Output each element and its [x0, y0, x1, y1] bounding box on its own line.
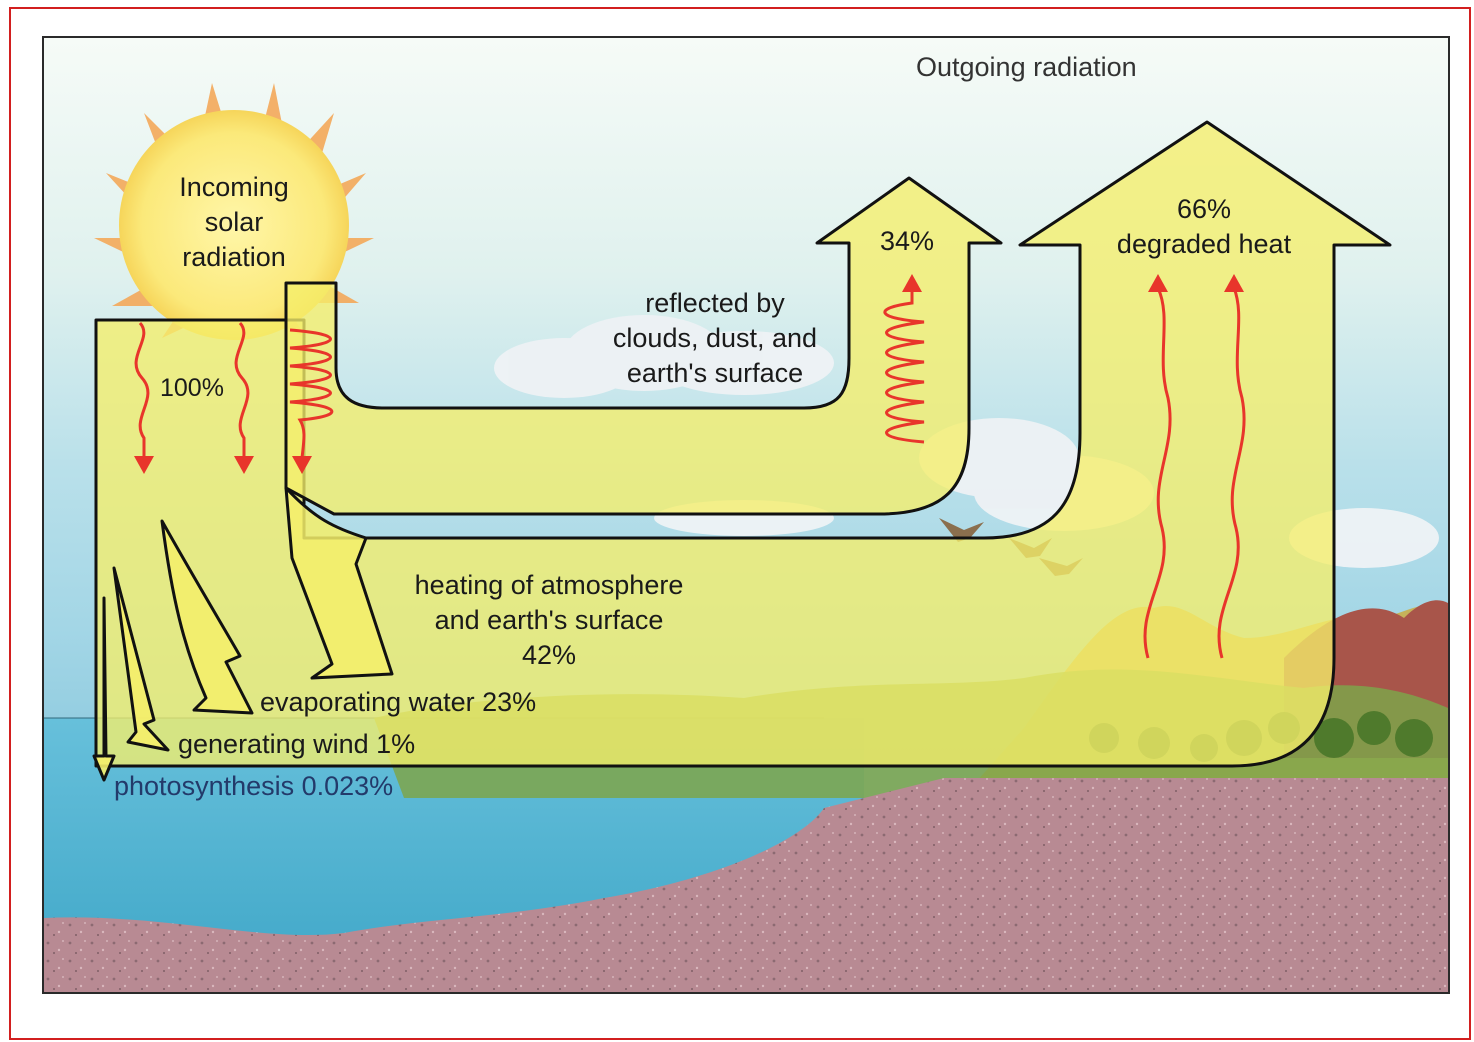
energy-arrows — [94, 120, 1392, 768]
branch-arrows — [92, 486, 394, 782]
sun-label-line-1: Incoming — [179, 172, 289, 202]
ground — [44, 778, 1448, 992]
evaporating-arrow — [160, 519, 254, 715]
degraded-heat-arrow — [94, 120, 1392, 768]
ray-arrowheads — [134, 274, 1244, 474]
heating-label: heating of atmosphere and earth's surfac… — [384, 568, 714, 673]
wind-arrow — [112, 566, 170, 752]
reflected-arrow — [284, 176, 1003, 516]
heating-arrow — [284, 486, 394, 680]
wind-label: generating wind 1% — [178, 729, 416, 759]
heating-label-line-2: and earth's surface — [434, 605, 664, 635]
title-outgoing-radiation: Outgoing radiation — [916, 52, 1137, 82]
sun-label-line-3: radiation — [182, 242, 286, 272]
photosynthesis-label: photosynthesis 0.023% — [114, 771, 394, 801]
heating-label-line-1: heating of atmosphere — [414, 570, 684, 600]
outer-frame — [9, 7, 1471, 1040]
sun-label: Incoming solar radiation — [134, 170, 334, 275]
incoming-percent-label: 100% — [160, 374, 224, 402]
energy-flow-diagram: Outgoing radiation Incoming solar radiat… — [42, 36, 1450, 994]
reflected-percent-label: 34% — [880, 226, 935, 256]
sun-label-line-2: solar — [204, 207, 264, 237]
heating-percent: 42% — [521, 640, 577, 670]
degraded-heat-label: 66% degraded heat — [1084, 192, 1324, 262]
reflected-label-line-2: clouds, dust, and — [612, 323, 818, 353]
reflected-label: reflected by clouds, dust, and earth's s… — [580, 286, 850, 391]
photosynthesis-arrow — [92, 596, 116, 782]
degraded-text: degraded heat — [1116, 229, 1292, 259]
diagram-canvas — [44, 38, 1448, 992]
incoming-rays — [134, 287, 1246, 659]
degraded-percent: 66% — [1176, 194, 1232, 224]
evaporating-label: evaporating water 23% — [260, 687, 537, 717]
reflected-label-line-3: earth's surface — [626, 358, 804, 388]
reflected-label-line-1: reflected by — [645, 288, 785, 318]
